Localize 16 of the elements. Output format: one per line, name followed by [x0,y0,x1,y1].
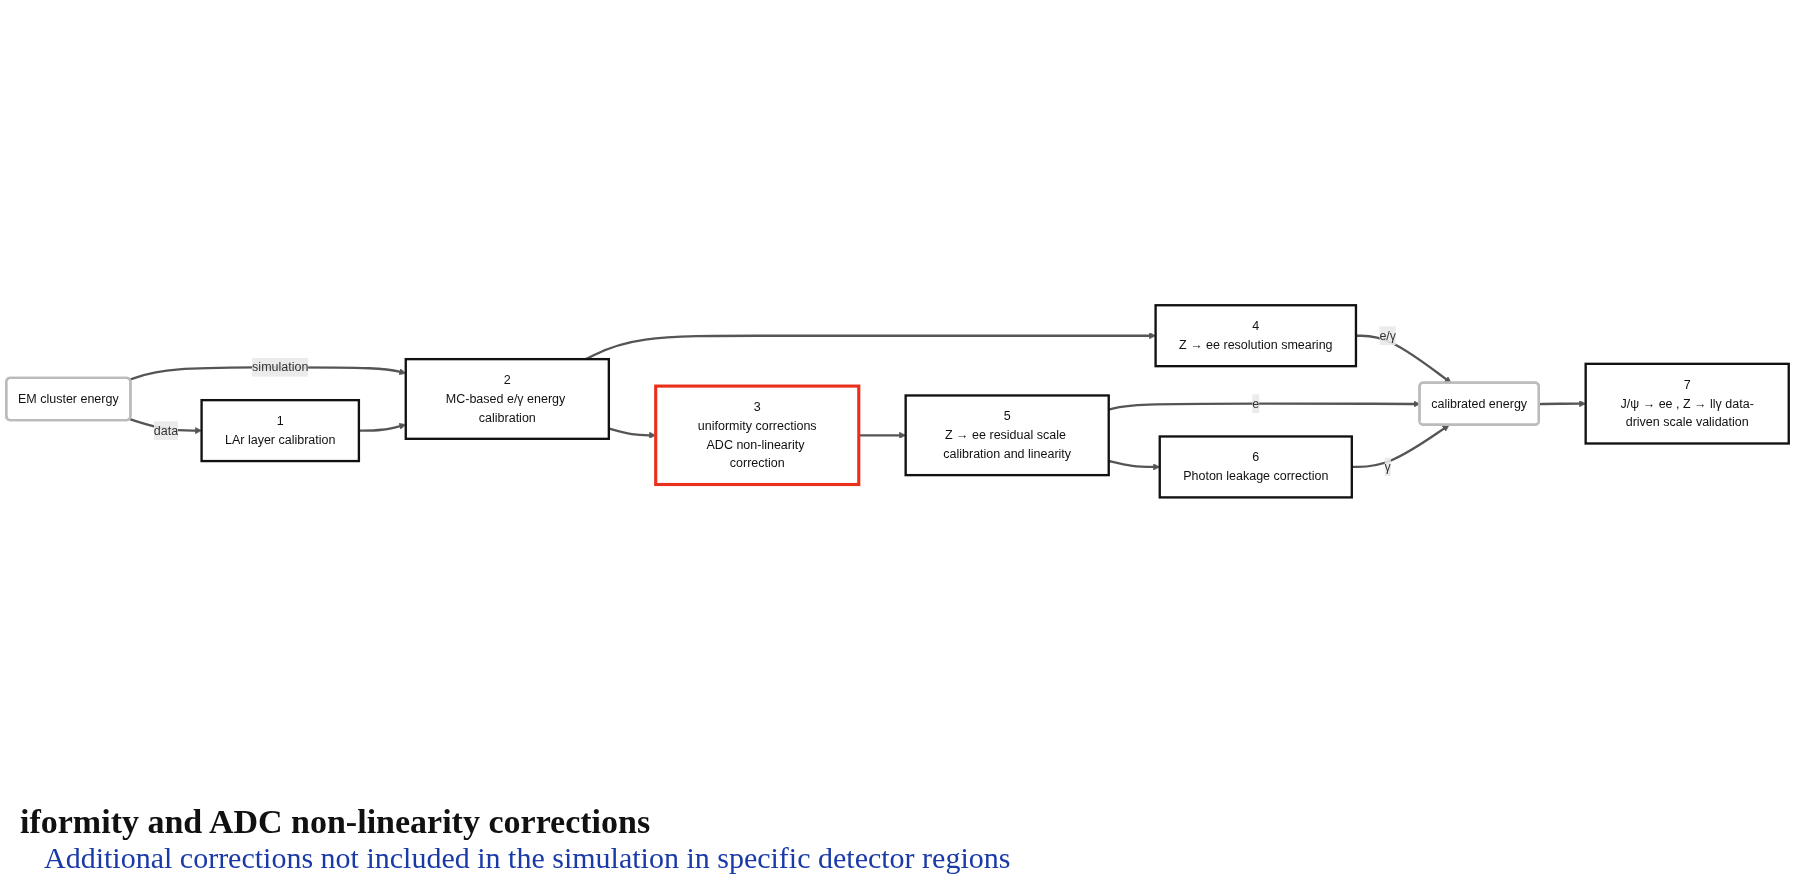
node-box: 7 J/ψ → ee , Z → llγ data-driven scale validation [1584,362,1790,445]
arrow [1351,425,1450,469]
arrow [1539,400,1586,408]
edge-label: e [1252,396,1260,411]
node-box: 2 MC-based e/γ energy calibration [404,358,610,441]
node-box: 4 Z → ee resolution smearing [1154,304,1358,368]
edge-label: simulation [252,360,309,374]
node-box: 6 Photon leakage correction [1158,435,1353,499]
node-box: 1 LAr layer calibration [200,399,361,463]
edge-label: e/γ [1379,328,1397,343]
node-box: 5 Z → ee residual scale calibration and linearity [904,394,1110,477]
note-text: Additional corrections not included in the simulation in specific detector regions [43,841,1012,875]
node-box: 3 uniformity corrections ADC non-linearity correction [654,384,861,487]
edge-label: data [153,423,179,438]
edge-label: γ [1384,460,1391,474]
heading-text: iformity and ADC non-linearity corrections [20,803,652,841]
